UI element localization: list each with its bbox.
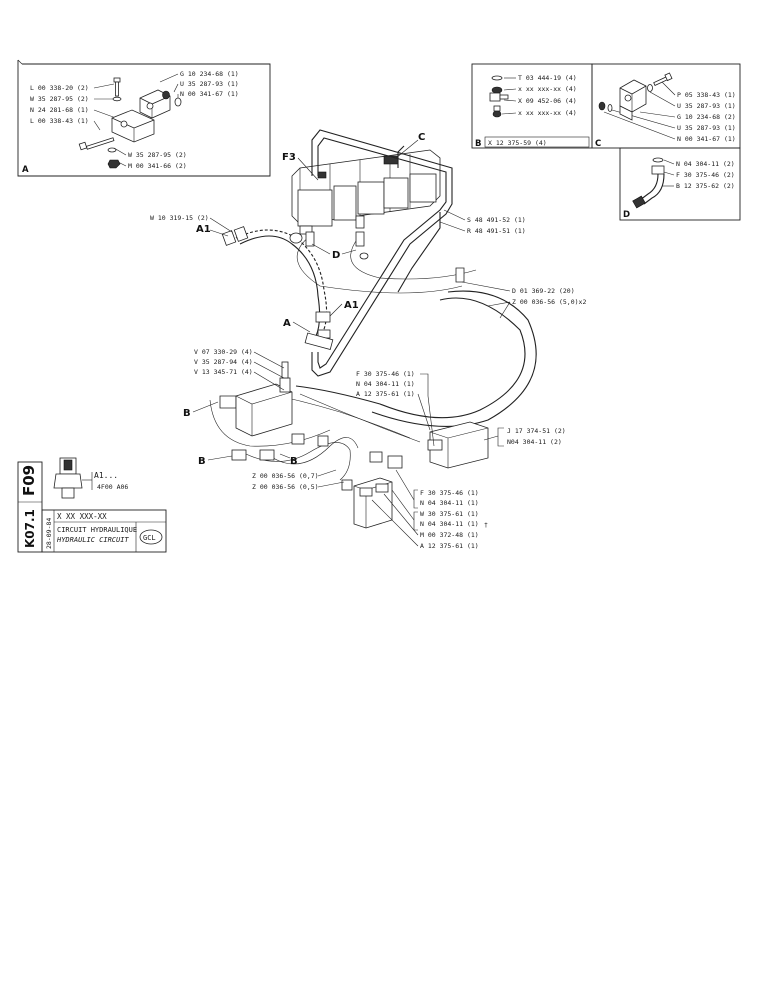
inset-b-label: T 03 444-19 (4) xyxy=(518,74,577,82)
callout-f3: F3 xyxy=(282,152,296,163)
inset-c-label: N 00 341-67 (1) xyxy=(677,135,736,143)
clamp-icon xyxy=(111,89,171,143)
legend-sensor: A1... 4F00 A06 xyxy=(53,457,128,499)
logo-text: GCL xyxy=(143,534,156,542)
part-label: N 04 304-11 (1) xyxy=(420,499,479,507)
fittings xyxy=(219,226,489,529)
fitting-icon xyxy=(489,75,509,118)
callout-a: A xyxy=(283,318,291,329)
part-label: Z 00 036-56 (0,7) xyxy=(252,472,319,480)
callout-c: C xyxy=(418,132,425,143)
part-label: A 12 375-61 (1) xyxy=(356,390,415,398)
inset-b-part-no: X 12 375-59 (4) xyxy=(488,139,547,147)
inset-a-label: M 00 341-66 (2) xyxy=(128,162,187,170)
washer-icon xyxy=(107,147,117,153)
callout-a1: A1 xyxy=(344,300,359,311)
drawing-code: F09 xyxy=(20,465,38,496)
main-assembly: F3 C A1 D A1 A B B B S 48 491-52 (1) R 4… xyxy=(150,129,586,550)
inset-d-label: F 30 375-46 (2) xyxy=(676,171,735,179)
part-label: N 04 304-11 (1) xyxy=(356,380,415,388)
title-fr: CIRCUIT HYDRAULIQUE xyxy=(57,526,137,534)
washer-icon xyxy=(112,96,122,102)
dagger-mark: † xyxy=(484,521,488,529)
part-label: W 10 319-15 (2) xyxy=(150,214,209,222)
inset-d-label: B 12 375-62 (2) xyxy=(676,182,735,190)
inset-c-letter: C xyxy=(595,139,601,149)
inset-d: D N 04 304-11 (2) F 30 375-46 (2) B 12 3… xyxy=(619,147,741,221)
washer-icon xyxy=(174,97,182,107)
part-label: V 35 287-94 (4) xyxy=(194,358,253,366)
part-label: N 04 304-11 (1) xyxy=(420,520,479,528)
drawing-sheet: K07.1 xyxy=(23,509,37,548)
part-label: F 30 375-46 (1) xyxy=(420,489,479,497)
inset-c-label: U 35 287-93 (1) xyxy=(677,124,736,132)
inset-b-label: x xx xxx-xx (4) xyxy=(518,85,577,93)
elbow-fitting-icon xyxy=(632,157,665,209)
inset-a: A L 00 338-20 (2) W 35 287-95 (2) N 24 2… xyxy=(17,59,271,177)
inset-d-label: N 04 304-11 (2) xyxy=(676,160,735,168)
inset-b-label: x xx xxx-xx (4) xyxy=(518,109,577,117)
part-label: S 48 491-52 (1) xyxy=(467,216,526,224)
inset-b-label: X 09 452-06 (4) xyxy=(518,97,577,105)
washer-icon xyxy=(607,104,613,112)
inset-c: C P 05 338-43 (1) U 35 287-93 (1) G 10 2… xyxy=(591,63,741,149)
title-en: HYDRAULIC CIRCUIT xyxy=(56,536,129,544)
inset-a-label: L 00 338-43 (1) xyxy=(30,117,89,125)
drawing-part-no: X XX XXX-XX xyxy=(57,512,107,521)
logo-icon xyxy=(139,529,163,545)
callout-b: B xyxy=(198,456,206,467)
part-label: W 30 375-61 (1) xyxy=(420,510,479,518)
part-label: V 13 345-71 (4) xyxy=(194,368,253,376)
inset-b: B X 12 375-59 (4) T 03 444-19 (4) x xx x… xyxy=(471,63,593,149)
part-label: D 01 369-22 (20) xyxy=(512,287,575,295)
legend-a1: A1... xyxy=(94,471,118,480)
part-label: Z 00 036-56 (5,0)x2 xyxy=(512,298,586,306)
inset-a-label: U 35 287-93 (1) xyxy=(180,80,239,88)
washer-icon xyxy=(647,84,653,92)
part-label: J 17 374-51 (2) xyxy=(507,427,566,435)
inset-a-label: G 10 234-68 (1) xyxy=(180,70,239,78)
callout-b: B xyxy=(183,408,191,419)
pipe-frame xyxy=(311,129,453,377)
part-label: R 48 491-51 (1) xyxy=(467,227,526,235)
inset-a-label: N 24 281-68 (1) xyxy=(30,106,89,114)
inset-a-letter: A xyxy=(22,165,29,175)
title-block: F09 K07.1 28-09-84 X XX XXX-XX CIRCUIT H… xyxy=(17,461,167,553)
inset-a-label: W 35 287-95 (2) xyxy=(128,151,187,159)
bolt-icon xyxy=(653,72,673,86)
nut-icon xyxy=(107,159,121,169)
bolt-icon xyxy=(78,137,115,151)
part-label: A 12 375-61 (1) xyxy=(420,542,479,550)
part-label: Z 00 036-56 (0,5) xyxy=(252,483,319,491)
part-label: V 07 330-29 (4) xyxy=(194,348,253,356)
part-label: N04 304-11 (2) xyxy=(507,438,562,446)
inset-d-letter: D xyxy=(623,210,630,220)
nut-icon xyxy=(162,90,170,100)
callout-b: B xyxy=(290,456,298,467)
bolt-icon xyxy=(113,77,121,97)
nut-icon xyxy=(598,101,606,111)
drawing-date: 28-09-84 xyxy=(45,518,53,549)
clamp-icon xyxy=(619,79,647,121)
inset-c-label: P 05 338-43 (1) xyxy=(677,91,736,99)
inset-c-label: U 35 287-93 (1) xyxy=(677,102,736,110)
callout-a1: A1 xyxy=(196,224,211,235)
legend-a1-code: 4F00 A06 xyxy=(97,483,128,491)
inset-b-letter: B xyxy=(475,139,481,149)
inset-a-label: N 00 341-67 (1) xyxy=(180,90,239,98)
inset-a-label: W 35 287-95 (2) xyxy=(30,95,89,103)
part-label: F 30 375-46 (1) xyxy=(356,370,415,378)
valve-block xyxy=(291,149,441,235)
callout-d: D xyxy=(332,250,340,261)
part-label: M 00 372-48 (1) xyxy=(420,531,479,539)
inset-c-label: G 10 234-68 (2) xyxy=(677,113,736,121)
inset-a-label: L 00 338-20 (2) xyxy=(30,84,89,92)
